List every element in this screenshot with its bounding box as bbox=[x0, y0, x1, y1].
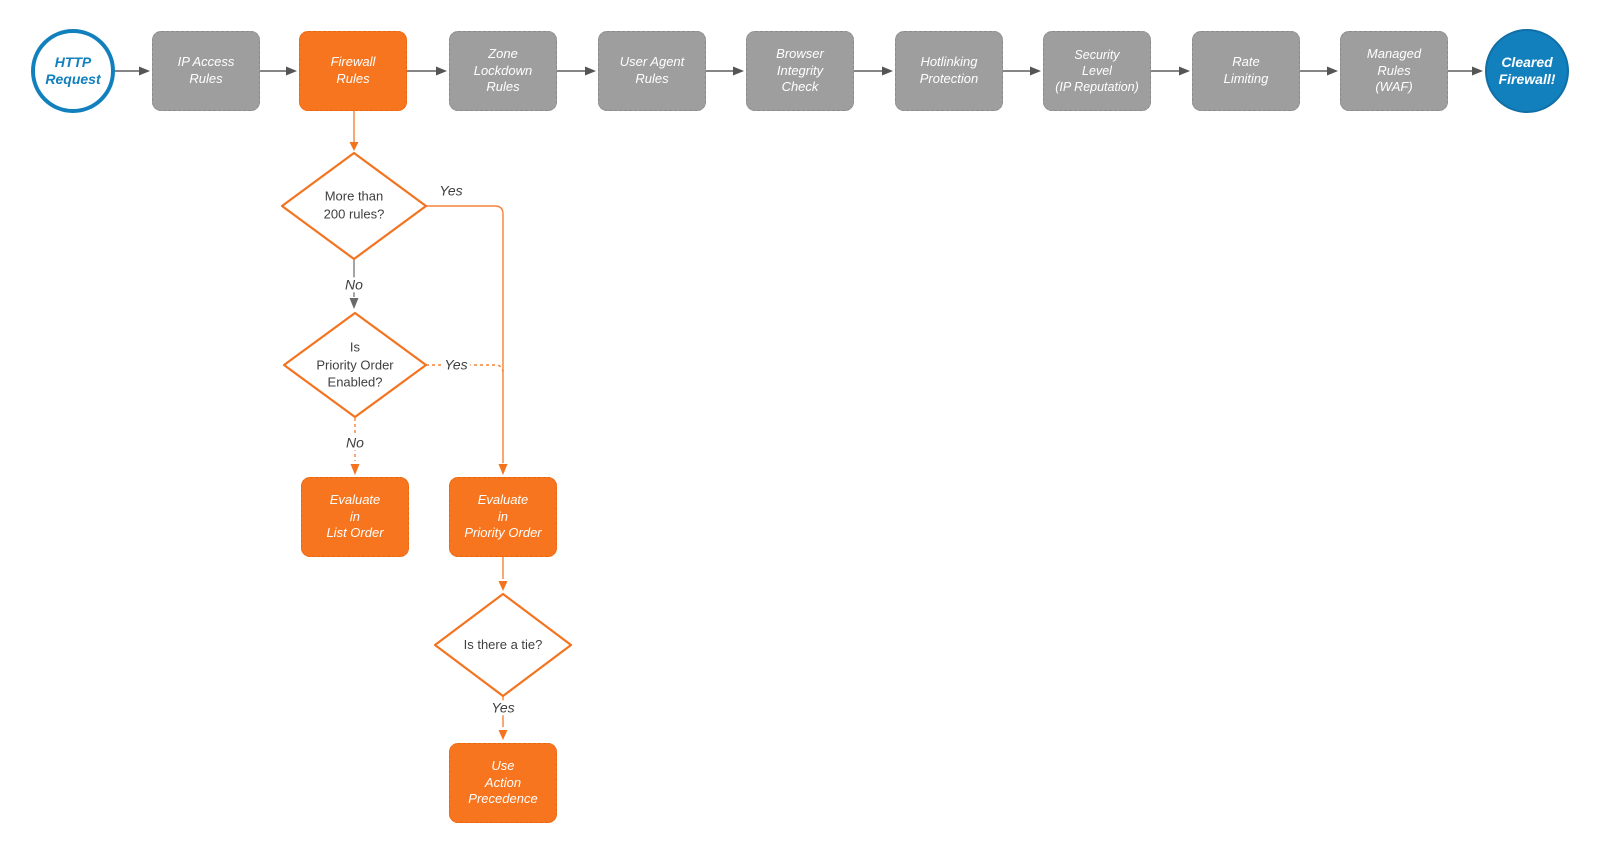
connector-yes2 bbox=[426, 364, 504, 374]
edge-label-yes1: Yes bbox=[439, 182, 463, 199]
action-use-action-precedence: Use Action Precedence bbox=[449, 743, 557, 823]
pipeline-step-user-agent-rules: User Agent Rules bbox=[598, 31, 706, 111]
pipeline-step-rate-limiting: Rate Limiting bbox=[1192, 31, 1300, 111]
pipeline-step-browser-integrity: Browser Integrity Check bbox=[746, 31, 854, 111]
decision-diamonds bbox=[280, 151, 573, 698]
action-evaluate-list-order: Evaluate in List Order bbox=[301, 477, 409, 557]
pipeline-arrowheads bbox=[139, 66, 1483, 76]
branch-arrowheads bbox=[349, 142, 508, 740]
connector-yes1 bbox=[426, 205, 504, 463]
edge-label-yes3: Yes bbox=[488, 699, 518, 716]
pipeline-step-hotlinking: Hotlinking Protection bbox=[895, 31, 1003, 111]
decision-diamond-2 bbox=[282, 311, 428, 419]
decision-priority-order-enabled: Is Priority Order Enabled? bbox=[316, 339, 394, 390]
decision-is-there-a-tie: Is there a tie? bbox=[463, 637, 543, 653]
edge-label-yes2: Yes bbox=[441, 356, 471, 373]
pipeline-step-firewall-rules: Firewall Rules bbox=[299, 31, 407, 111]
decision-diamond-1 bbox=[280, 151, 428, 261]
edge-label-no1: No bbox=[342, 276, 366, 293]
pipeline-step-zone-lockdown: Zone Lockdown Rules bbox=[449, 31, 557, 111]
decision-more-than-200-rules: More than 200 rules? bbox=[323, 188, 385, 221]
pipeline-step-managed-rules-waf: Managed Rules (WAF) bbox=[1340, 31, 1448, 111]
end-node-cleared-firewall: Cleared Firewall! bbox=[1485, 29, 1569, 113]
start-node-http-request: HTTP Request bbox=[31, 29, 115, 113]
decision-diamond-3 bbox=[433, 592, 573, 698]
no1-arrowhead bbox=[349, 298, 359, 309]
action-evaluate-priority-order: Evaluate in Priority Order bbox=[449, 477, 557, 557]
edge-label-no2: No bbox=[343, 434, 367, 451]
pipeline-step-security-level: Security Level (IP Reputation) bbox=[1043, 31, 1151, 111]
pipeline-step-ip-access-rules: IP Access Rules bbox=[152, 31, 260, 111]
